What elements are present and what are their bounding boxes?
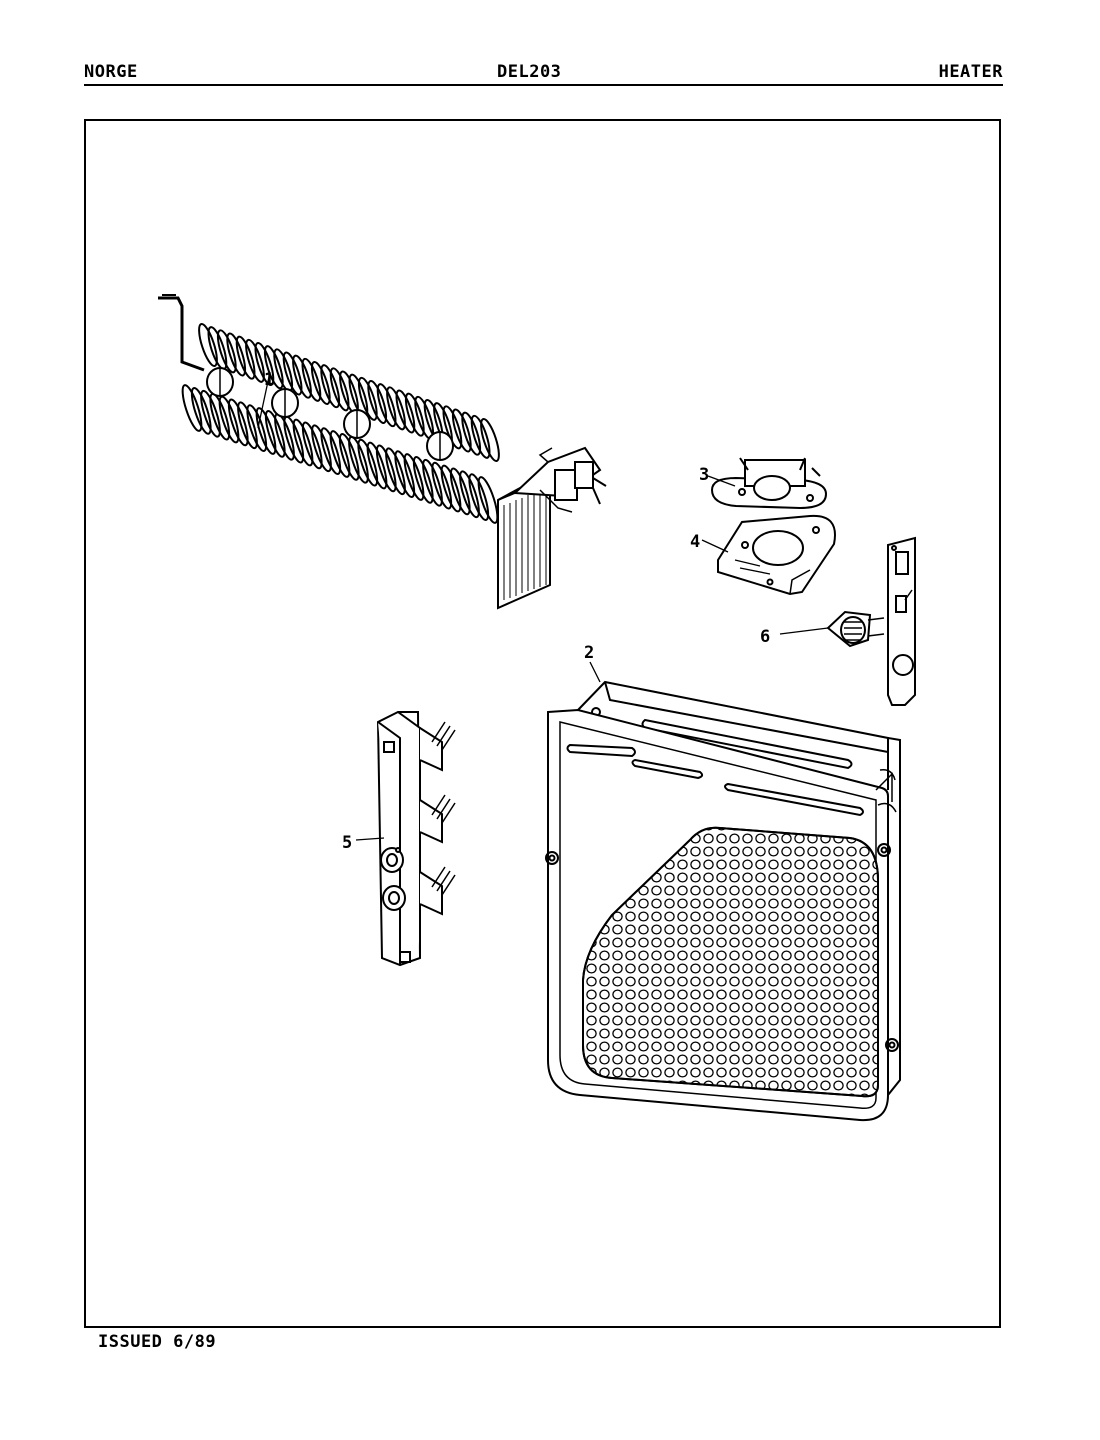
coil-loop: [181, 384, 203, 432]
coil-loop: [198, 322, 218, 368]
coil-loop: [301, 421, 323, 470]
coil-loop: [254, 341, 275, 387]
coil-loop: [292, 354, 312, 399]
coil-loop: [480, 417, 500, 463]
coil-loop: [245, 338, 265, 383]
heater-coil-icon: [158, 294, 607, 610]
coil-loop: [385, 447, 406, 496]
coil-loop: [403, 453, 425, 501]
coil-loop: [301, 357, 322, 402]
callout-6: 6: [760, 627, 770, 647]
coil-loop: [477, 476, 499, 524]
coil-loop: [386, 386, 406, 431]
header-section: HEATER: [938, 62, 1003, 82]
coil-loop: [329, 367, 350, 412]
diagram-frame: [84, 119, 1001, 1328]
coil-loop: [255, 407, 277, 455]
coil-loop: [449, 467, 471, 516]
coil-loop: [320, 427, 342, 476]
coil-loop: [459, 470, 480, 519]
header-model: DEL203: [497, 62, 562, 82]
coil-loop: [422, 458, 443, 507]
coil-loop: [237, 401, 258, 450]
coil-loop: [375, 444, 397, 493]
thermal-fuse-icon: [826, 536, 916, 706]
callout-1: 1: [264, 370, 274, 390]
coil-loop: [442, 405, 463, 450]
coil-loop: [366, 441, 388, 490]
coil-loop: [263, 345, 284, 390]
coil-loop: [311, 424, 332, 473]
coil-loop: [440, 464, 462, 513]
issued-date: ISSUED 6/89: [98, 1332, 217, 1352]
coil-loop: [395, 389, 416, 434]
callout-4: 4: [690, 532, 700, 552]
header-rule: [84, 84, 1003, 86]
coil-loop: [310, 360, 331, 406]
coil-loop: [282, 351, 303, 396]
coil-loop: [292, 418, 314, 467]
callout-5: 5: [342, 833, 352, 853]
coil-loop: [329, 430, 351, 478]
coil-loop: [470, 414, 491, 459]
coil-loop: [227, 398, 249, 447]
coil-loop: [394, 450, 416, 499]
coil-loop: [468, 473, 490, 522]
coil-loop: [338, 432, 360, 481]
coil-loop: [451, 408, 472, 453]
coil-loop: [235, 335, 256, 380]
coil-loop: [431, 461, 453, 510]
thermostat-icon: [710, 457, 828, 510]
coil-loop: [404, 392, 425, 437]
coil-loop: [357, 376, 378, 421]
coil-loop: [367, 379, 388, 425]
coil-loop: [461, 411, 482, 456]
coil-loop: [200, 389, 221, 438]
coil-loop: [412, 455, 434, 504]
coil-loop: [320, 364, 341, 409]
bracket-icon: [717, 514, 836, 596]
header-brand: NORGE: [84, 62, 138, 82]
coil-loop: [376, 383, 397, 428]
coil-loop: [216, 329, 237, 374]
coil-loop: [264, 409, 286, 458]
coil-loop: [190, 386, 212, 435]
coil-loop: [226, 332, 247, 377]
callout-2: 2: [584, 643, 594, 663]
callout-3: 3: [699, 465, 709, 485]
coil-loop: [246, 404, 268, 453]
terminal-block-icon: [376, 711, 456, 967]
coil-loop: [357, 438, 379, 487]
